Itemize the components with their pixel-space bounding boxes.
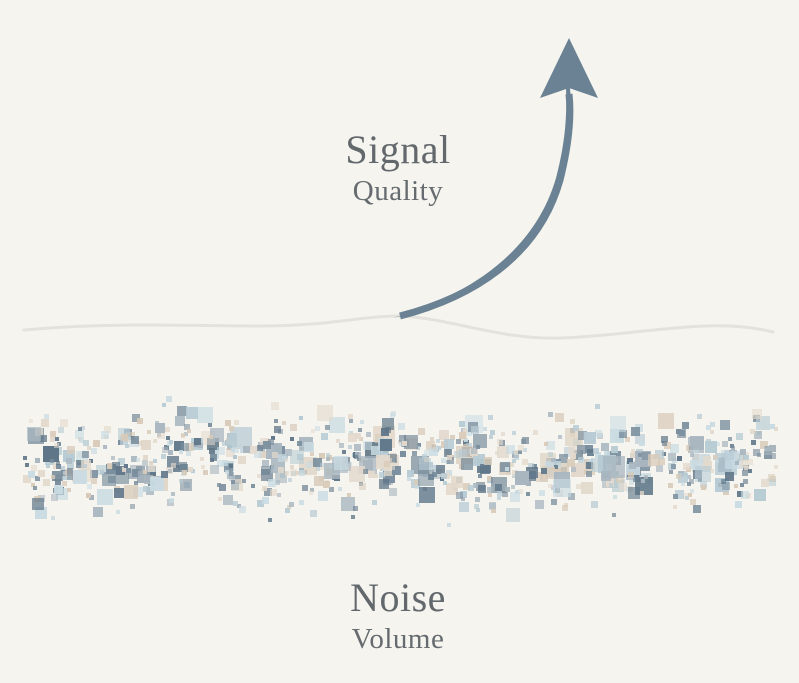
curved-up-arrow-icon [393,38,598,320]
signal-label: Signal Quality [298,126,498,208]
noise-subtitle: Volume [351,623,445,655]
noise-title: Noise [350,575,446,620]
signal-title: Signal [345,127,451,172]
signal-subtitle: Quality [352,175,444,207]
noise-label: Noise Volume [298,574,498,656]
wavy-baseline [22,314,775,340]
